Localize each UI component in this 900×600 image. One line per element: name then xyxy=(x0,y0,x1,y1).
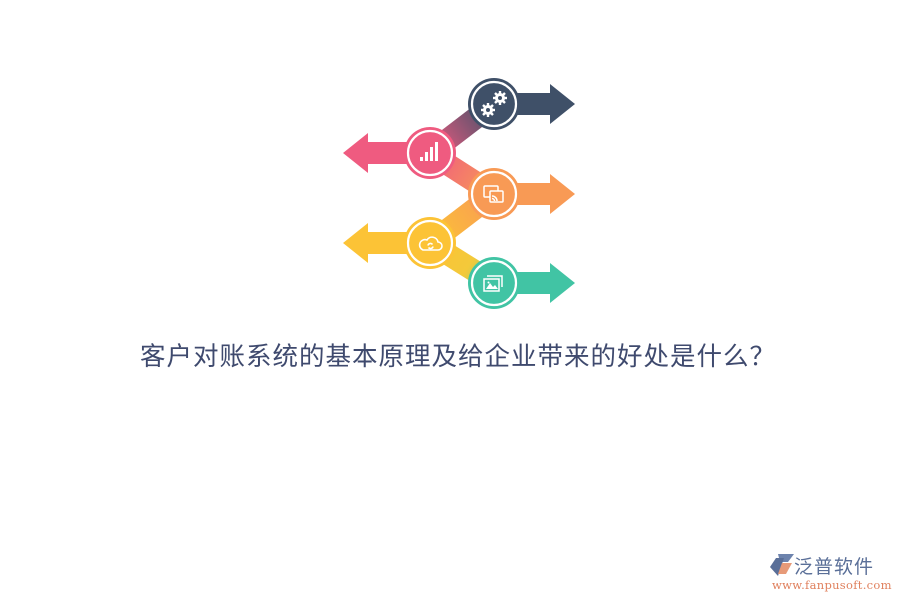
gears-icon xyxy=(481,91,507,117)
logo-name: 泛普软件 xyxy=(794,556,875,578)
logo-mark-icon xyxy=(770,554,794,576)
step-2-circle xyxy=(404,127,456,179)
logo: 泛普软件 www.fanpusoft.com xyxy=(768,548,898,598)
cloud-sync-icon xyxy=(418,236,443,251)
step-1-circle xyxy=(468,78,520,130)
step-3-circle xyxy=(468,168,520,220)
page-title: 客户对账系统的基本原理及给企业带来的好处是什么？ xyxy=(140,342,777,372)
logo-url: www.fanpusoft.com xyxy=(772,578,892,592)
screencast-icon xyxy=(483,185,504,203)
step-5-circle xyxy=(468,257,520,309)
step-4-circle xyxy=(404,217,456,269)
bar-chart-icon xyxy=(420,142,438,161)
image-gallery-icon xyxy=(483,275,503,292)
